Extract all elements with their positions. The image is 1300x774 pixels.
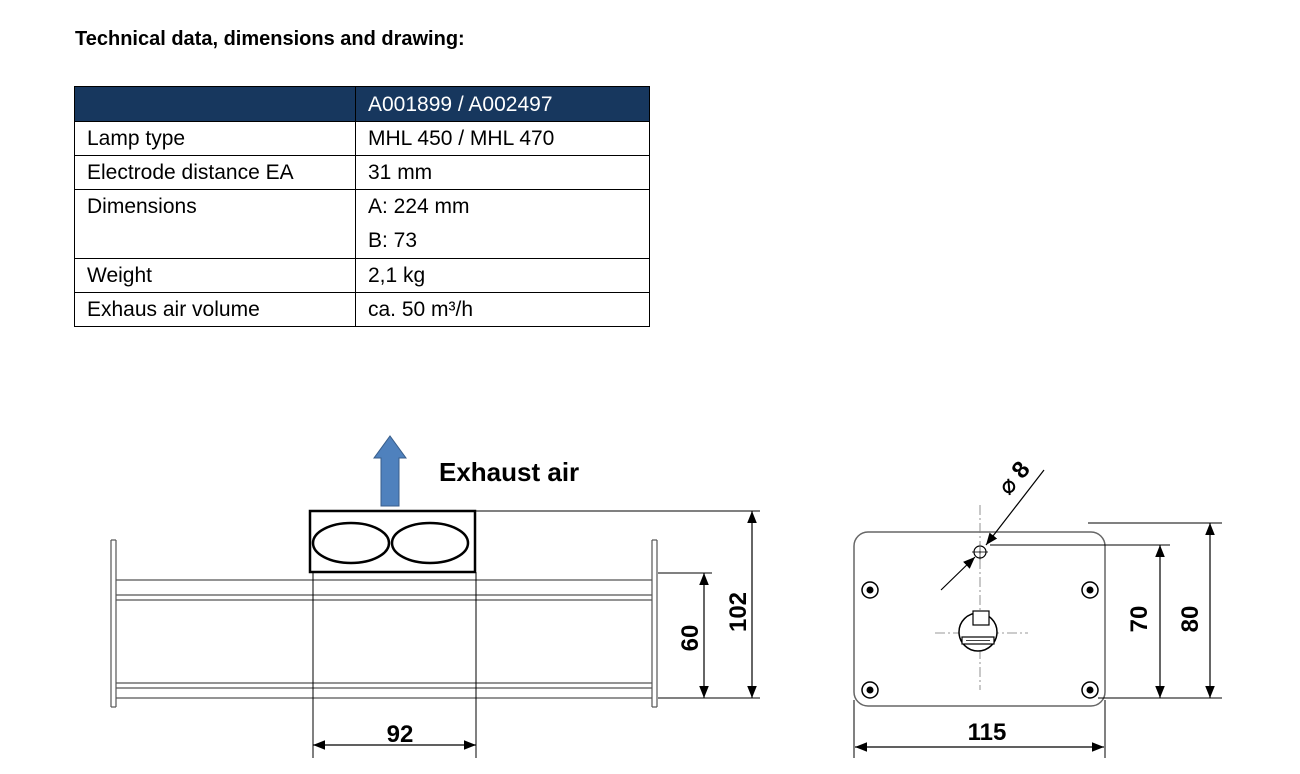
row-label-dimensions: Dimensions <box>74 189 356 259</box>
screw-icon <box>1081 581 1099 599</box>
dim-label-102: 102 <box>725 592 752 632</box>
table-row: Electrode distance EA 31 mm <box>74 155 650 190</box>
dim-label-80: 80 <box>1177 606 1204 633</box>
row-label-electrode-distance: Electrode distance EA <box>74 155 356 190</box>
table-row: Exhaus air volume ca. 50 m³/h <box>74 292 650 327</box>
front-extension-lines <box>853 522 1222 758</box>
row-label-weight: Weight <box>74 258 356 293</box>
page-heading: Technical data, dimensions and drawing: <box>75 28 465 50</box>
side-view: Exhaust air <box>110 435 760 758</box>
row-value-lamp-type: MHL 450 / MHL 470 <box>355 121 650 156</box>
side-bracket-left <box>110 539 117 708</box>
row-value-dimension-a: A: 224 mm <box>368 195 470 218</box>
row-label-lamp-type: Lamp type <box>74 121 356 156</box>
lamp-socket-icon <box>958 610 998 652</box>
row-value-dimension-b: B: 73 <box>368 229 418 252</box>
exhaust-air-arrow-icon <box>373 435 407 507</box>
row-value-electrode-distance: 31 mm <box>355 155 650 190</box>
row-label-dimensions-text: Dimensions <box>87 195 197 218</box>
side-extension-lines <box>312 510 760 758</box>
dim-label-hole-diameter: ⌀ 8 <box>993 456 1036 500</box>
table-header-row: A001899 / A002497 <box>74 86 650 122</box>
lamp-housing-body <box>116 579 652 699</box>
screw-icon <box>1081 681 1099 699</box>
dim-label-60: 60 <box>677 625 704 652</box>
dim-label-70: 70 <box>1126 606 1153 633</box>
screw-icon <box>861 681 879 699</box>
row-label-exhaust-air-volume: Exhaus air volume <box>74 292 356 327</box>
table-row: Dimensions A: 224 mm B: 73 <box>74 189 650 259</box>
table-row: Lamp type MHL 450 / MHL 470 <box>74 121 650 156</box>
dim-label-115: 115 <box>968 719 1007 746</box>
table-row: Weight 2,1 kg <box>74 258 650 293</box>
dim-label-92: 92 <box>387 721 414 748</box>
dim-leader-hole-upper <box>985 469 1045 546</box>
front-view: ⌀ 8 115 70 80 <box>853 456 1222 758</box>
table-header-cell-product-codes: A001899 / A002497 <box>355 86 650 122</box>
side-bracket-right <box>651 539 658 708</box>
screw-icon <box>861 581 879 599</box>
exhaust-outlet-box <box>308 509 477 574</box>
row-value-dimensions: A: 224 mm B: 73 <box>355 189 650 259</box>
row-value-exhaust-air-volume: ca. 50 m³/h <box>355 292 650 327</box>
exhaust-air-label: Exhaust air <box>439 457 579 487</box>
technical-data-table: A001899 / A002497 Lamp type MHL 450 / MH… <box>74 86 650 327</box>
dim-leader-hole-lower <box>940 556 976 591</box>
row-value-weight: 2,1 kg <box>355 258 650 293</box>
